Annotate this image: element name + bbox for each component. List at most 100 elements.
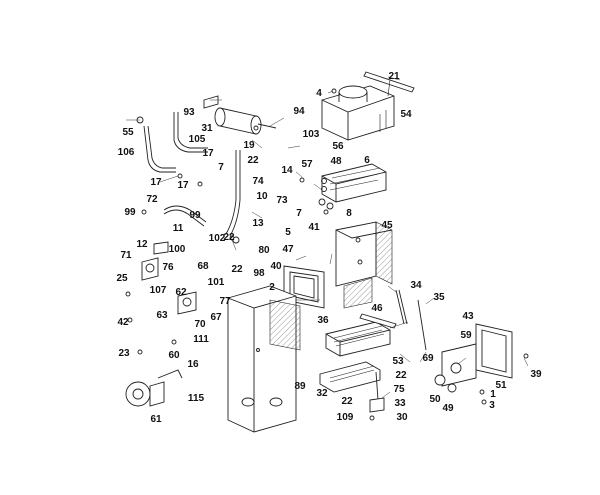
callout-32: 32 — [316, 388, 328, 399]
callout-42: 42 — [117, 317, 129, 328]
callout-89: 89 — [294, 381, 306, 392]
bracket-part-115 — [157, 369, 183, 379]
rod-part-34 — [395, 289, 408, 325]
valve-part-70 — [177, 291, 197, 315]
callout-61: 61 — [150, 414, 162, 425]
callout-39: 39 — [530, 369, 542, 380]
pipe-part-106 — [143, 125, 176, 173]
callout-3: 3 — [489, 400, 495, 411]
support-bar-part — [363, 71, 415, 97]
pipe-part-105 — [173, 112, 208, 153]
callout-51: 51 — [495, 380, 507, 391]
callout-12: 12 — [136, 239, 148, 250]
callout-93: 93 — [183, 107, 195, 118]
callout-30: 30 — [396, 412, 408, 423]
callout-34: 34 — [410, 280, 422, 291]
callout-13: 13 — [252, 218, 264, 229]
callout-103: 103 — [302, 129, 320, 140]
small-fittings — [125, 116, 375, 421]
callout-99-b: 99 — [189, 210, 201, 221]
screw-parts — [479, 353, 529, 405]
callout-35: 35 — [433, 292, 445, 303]
callout-1: 1 — [490, 389, 496, 400]
callout-7-a: 7 — [218, 162, 224, 173]
heat-exchanger-part — [321, 163, 387, 203]
callout-46: 46 — [371, 303, 383, 314]
callout-73: 73 — [276, 195, 288, 206]
callout-69: 69 — [422, 353, 434, 364]
callout-60: 60 — [168, 350, 180, 361]
electrode-part — [369, 371, 385, 413]
manifold-part — [359, 313, 397, 329]
callout-53: 53 — [392, 356, 404, 367]
callout-99-a: 99 — [124, 207, 136, 218]
callout-7-b: 7 — [296, 208, 302, 219]
rod-part-35 — [417, 299, 427, 351]
callout-22-a: 22 — [247, 155, 259, 166]
callout-22-e: 22 — [341, 396, 353, 407]
callout-17-b: 17 — [150, 177, 162, 188]
callout-68: 68 — [197, 261, 209, 272]
callout-11: 11 — [172, 223, 184, 234]
screw-part-4 — [331, 88, 337, 94]
callout-16: 16 — [187, 359, 199, 370]
callout-98: 98 — [253, 268, 265, 279]
callout-100: 100 — [168, 244, 186, 255]
callout-75: 75 — [393, 384, 405, 395]
pipe-part-72 — [163, 205, 207, 227]
callout-4: 4 — [316, 88, 322, 99]
callout-23: 23 — [118, 348, 130, 359]
callout-94: 94 — [293, 106, 305, 117]
callout-111: 111 — [193, 334, 209, 345]
callout-71: 71 — [120, 250, 132, 261]
fitting-parts-8 — [318, 198, 334, 215]
pipe-part-74 — [225, 150, 241, 237]
combustion-chamber-part — [335, 221, 393, 309]
callout-77: 77 — [219, 296, 231, 307]
callout-76: 76 — [162, 262, 174, 273]
callout-50: 50 — [429, 394, 441, 405]
leader-lines — [126, 76, 529, 399]
expansion-vessel-part — [214, 107, 277, 135]
burner-tray-part-32 — [319, 361, 381, 393]
callout-33: 33 — [394, 398, 406, 409]
callout-40: 40 — [270, 261, 282, 272]
callout-22-c: 22 — [231, 264, 243, 275]
callout-19: 19 — [243, 140, 255, 151]
callout-31: 31 — [201, 123, 213, 134]
callout-45: 45 — [381, 220, 393, 231]
callout-47: 47 — [282, 244, 294, 255]
callout-74: 74 — [252, 176, 264, 187]
bracket-part-93 — [203, 95, 219, 109]
control-panel-part-59 — [441, 343, 477, 387]
callout-22-b: 22 — [223, 232, 235, 243]
valve-part-12 — [153, 241, 169, 255]
pump-part-71 — [141, 257, 159, 281]
callout-102: 102 — [208, 233, 226, 244]
callout-105: 105 — [188, 134, 206, 145]
callout-5: 5 — [285, 227, 291, 238]
control-box-part — [475, 323, 513, 379]
callout-10: 10 — [256, 191, 268, 202]
callout-48: 48 — [330, 156, 342, 167]
callout-17-c: 17 — [177, 180, 189, 191]
callout-106: 106 — [117, 147, 135, 158]
callout-57: 57 — [301, 159, 313, 170]
callout-80: 80 — [258, 245, 270, 256]
callout-36: 36 — [317, 315, 329, 326]
callout-17-a: 17 — [202, 148, 214, 159]
front-cover-part — [227, 285, 301, 433]
callout-56: 56 — [332, 141, 344, 152]
callout-49: 49 — [442, 403, 454, 414]
callout-54: 54 — [400, 109, 412, 120]
callout-2: 2 — [269, 282, 275, 293]
callout-115: 115 — [187, 393, 205, 404]
callout-41: 41 — [308, 222, 320, 233]
callout-8: 8 — [346, 208, 352, 219]
callout-101: 101 — [207, 277, 225, 288]
callout-43: 43 — [462, 311, 474, 322]
callout-62: 62 — [175, 287, 187, 298]
fan-part-61 — [125, 381, 165, 407]
